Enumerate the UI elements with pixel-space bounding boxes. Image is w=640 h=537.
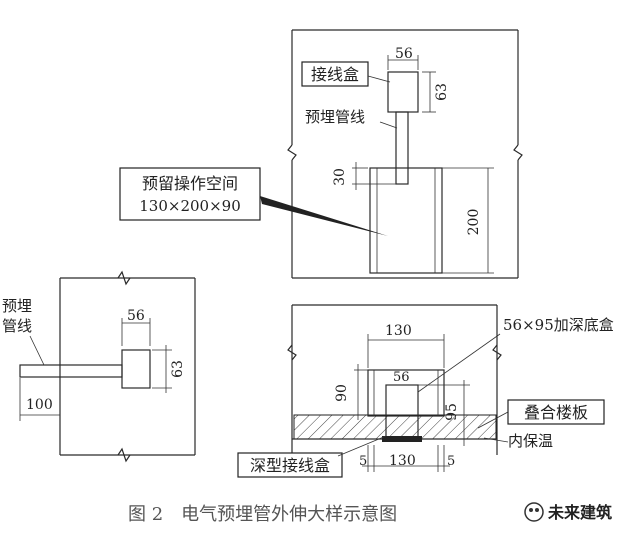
deep-bottom-box-label: 56×95加深底盒 [503,316,614,334]
dim-56-label: 56 [395,46,413,62]
section-dim-5-left-label: 5 [359,454,367,469]
reserve-space-label-line2: 130×200×90 [139,197,240,215]
reserve-space [369,167,443,274]
brand-logo-dot-2 [535,508,539,512]
left-conduit-label-line2: 管线 [2,317,32,335]
brand-mark: 未来建筑 [524,502,612,522]
left-wall-bottom-break [117,447,131,463]
dim-200-label: 200 [466,209,482,236]
left-dim-56-label: 56 [127,308,145,324]
deep-junction-box-callout [237,452,343,478]
slab-label: 叠合楼板 [524,403,588,422]
section-dim-56-label: 56 [393,370,410,385]
section-wall-right-break [492,344,502,361]
left-junction-box [121,349,151,389]
deep-bottom-box-leader [417,333,501,393]
deep-junction-box-label: 深型接线盒 [250,456,330,475]
junction-box-callout [301,61,369,87]
left-dim-63-label: 63 [170,360,186,378]
section-dim-90-label: 90 [334,384,350,402]
insulation-label: 内保温 [508,432,553,450]
conduit-label: 预埋管线 [305,108,365,126]
junction-box [387,71,419,113]
conduit [395,111,409,185]
section-dim-130-bottom-label: 130 [389,453,416,469]
left-conduit-leader [29,335,45,366]
brand-logo-icon [524,502,544,522]
reserve-space-callout [119,167,261,221]
slab-leader [477,411,509,429]
left-conduit [19,364,123,378]
deep-junction-box-leader [337,435,387,457]
left-view: 56 63 100 预埋 管线 [2,270,196,463]
dim-63-label: 63 [434,83,450,101]
left-conduit-label-line1: 预埋 [2,297,32,315]
junction-box-label: 接线盒 [311,65,359,84]
junction-box-leader [367,75,391,83]
section-view: 130 56 90 95 5 130 5 56×95加深底盒 叠合楼板 内保温 [237,304,614,478]
left-dim-100-label: 100 [26,397,53,413]
composite-slab [293,414,497,440]
top-view: 56 63 接线盒 预埋管线 30 200 预留操作空间 130×200×90 [119,29,523,279]
reserve-space-label-line1: 预留操作空间 [142,174,238,193]
section-wall-left-break [287,344,297,361]
reserve-space-leader [260,196,388,236]
brand-name: 未来建筑 [547,503,612,522]
section-reserve-space [367,369,445,417]
deep-box-flange [382,436,422,442]
brand-logo-dot-1 [529,508,533,512]
conduit-leader [379,121,398,129]
left-wall-top-break [117,270,131,286]
slab-callout [507,399,605,425]
wall-left-break [287,144,297,161]
section-dim-130-top-label: 130 [385,323,412,339]
section-dim-95-label: 95 [444,403,460,421]
section-dim-5-right-label: 5 [447,454,455,469]
wall-right-break [513,144,523,161]
insulation-leader [483,437,509,443]
figure-caption: 图 2 电气预埋管外伸大样示意图 [128,504,397,525]
dim-30-label: 30 [332,168,348,186]
